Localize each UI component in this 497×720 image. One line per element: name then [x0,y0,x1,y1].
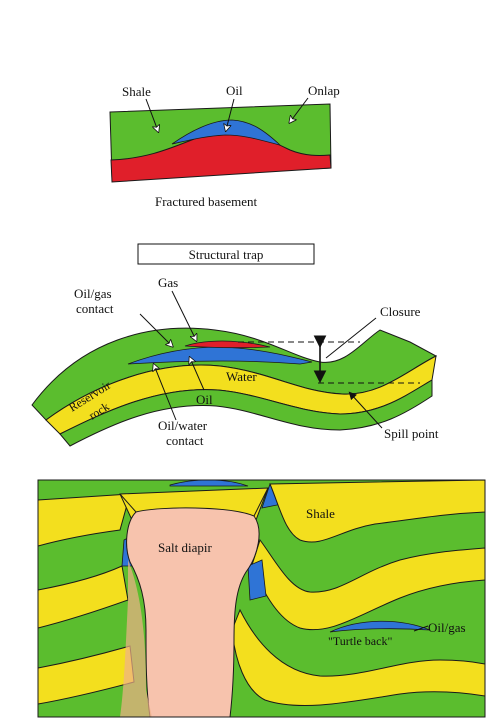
panel3-salt-shadow [120,560,152,717]
panel1-oil-label: Oil [226,83,243,98]
panel2-ogc-arrow [139,313,172,346]
panel3-salt-label: Salt diapir [158,540,212,555]
panel2-closure-pointer [325,317,377,359]
panel2-title: Structural trap [189,247,264,262]
panel3-left-reservoir-1 [38,493,131,547]
panel2-oil-label: Oil [196,392,213,407]
panel3-right-flank-oil [247,559,267,601]
panel3-turtle-pointer [413,625,429,632]
panel2-closure-label: Closure [380,304,421,319]
panel3-salt-body [126,507,260,717]
panel2-gas-arrow [171,290,196,340]
panel2-owc-arrow [154,365,177,421]
panel3-fault-left [119,493,137,513]
panel-2-structural-trap: Structural trap Oil/gas contact Gas Clos… [31,243,439,448]
panel2-ogc-label-1: Oil/gas [74,286,112,301]
panel2-owc-label-1: Oil/water [158,418,208,433]
panel2-lower-shale [59,379,433,447]
panel-1-onlap-trap: Shale Oil Onlap Fractured basement [109,83,340,209]
panel3-turtle-label: "Turtle back" [328,634,392,648]
panel2-spill-label: Spill point [384,426,439,441]
panel3-oilgas-label: Oil/gas [428,620,466,635]
panel2-oil-arrow [190,358,205,391]
panel1-basement-label: Fractured basement [155,194,258,209]
panel1-onlap-arrow [290,97,309,122]
panel3-fault-right [253,487,269,517]
panel2-owc-label-2: contact [166,433,204,448]
panel2-water-label: Water [226,369,257,384]
panel2-gas-label: Gas [158,275,178,290]
panel2-spill-arrow [348,391,383,429]
panel1-oil-arrow [226,98,235,130]
panel3-frame [37,479,486,718]
panel3-shale-label: Shale [306,506,335,521]
panel1-shale-label: Shale [122,84,151,99]
panel2-title-box [137,243,315,265]
panel-3-salt-diapir: Shale Salt diapir "Turtle back" Oil/gas [37,479,486,718]
panel1-shale-arrow [145,98,158,131]
panel3-right-reservoir-1 [269,480,485,543]
panel2-ogc-label-2: contact [76,301,114,316]
panel2-gas-cap [184,340,271,349]
panel3-turtle-oil [329,620,431,633]
panel1-onlap-label: Onlap [308,83,340,98]
